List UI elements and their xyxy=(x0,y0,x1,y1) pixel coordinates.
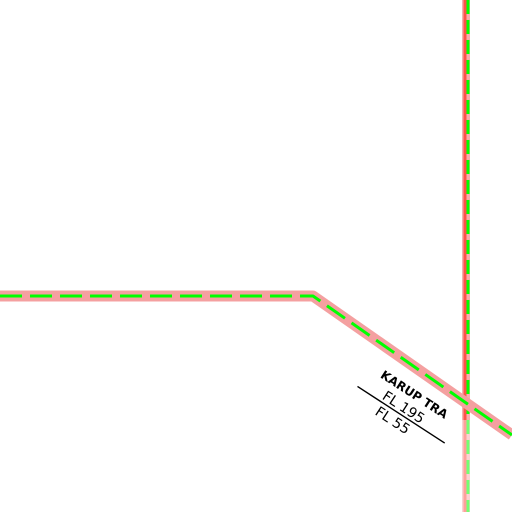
airspace-limit-divider xyxy=(357,385,446,444)
boundary-vertical-fade xyxy=(462,420,472,512)
airspace-boundary-vertical xyxy=(462,0,472,512)
boundary-main-dash xyxy=(0,294,512,437)
airspace-boundary-main xyxy=(0,290,512,440)
airspace-label[interactable]: KARUP TRA FL 195 FL 55 xyxy=(348,360,462,458)
